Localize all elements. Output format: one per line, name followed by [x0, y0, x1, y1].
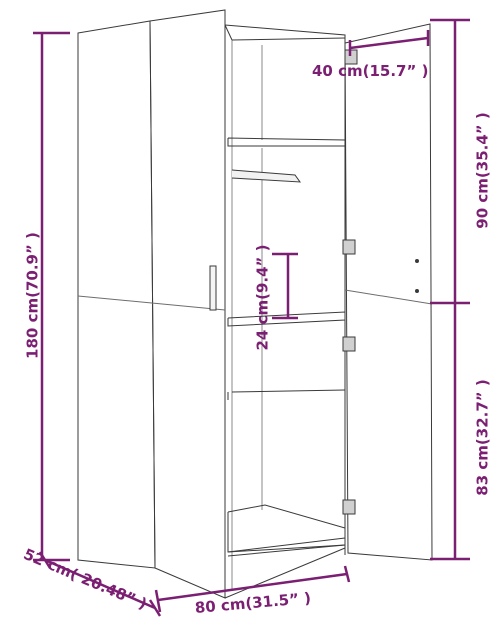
hinge-icon — [342, 49, 358, 515]
shelf-gap-label: 24 cm(9.4” ) — [253, 244, 272, 351]
dimension-lines — [33, 18, 470, 617]
total-height-label: 180 cm(70.9” ) — [23, 232, 42, 359]
upper-height-label: 90 cm(35.4” ) — [473, 112, 492, 229]
inner-depth-label: 40 cm(15.7” ) — [312, 62, 429, 80]
closed-door — [77, 9, 226, 599]
lower-height-label: 83 cm(32.7” ) — [473, 379, 492, 496]
cabinet-interior — [224, 24, 346, 599]
door-handle-icon — [209, 265, 217, 311]
open-door — [344, 23, 433, 561]
